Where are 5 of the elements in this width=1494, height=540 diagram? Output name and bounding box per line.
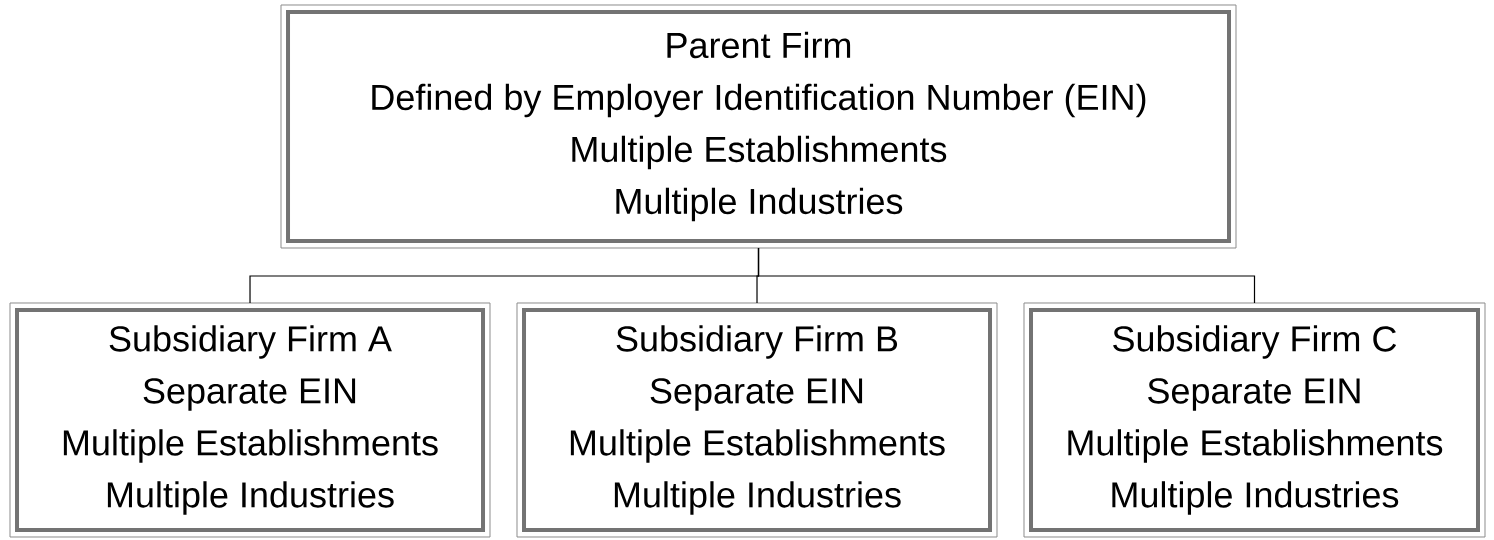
firm-box: Subsidiary Firm C Separate EIN Multiple Establishments Multiple Industries (1023, 302, 1486, 538)
firm-box: Parent Firm Defined by Employer Identification Number (EIN) Multiple Establishments Multiple Industries (280, 4, 1237, 249)
firm-box: Subsidiary Firm A Separate EIN Multiple Establishments Multiple Industries (9, 302, 491, 538)
connector-line (757, 247, 1256, 304)
firm-box: Subsidiary Firm B Separate EIN Multiple Establishments Multiple Industries (516, 302, 998, 538)
